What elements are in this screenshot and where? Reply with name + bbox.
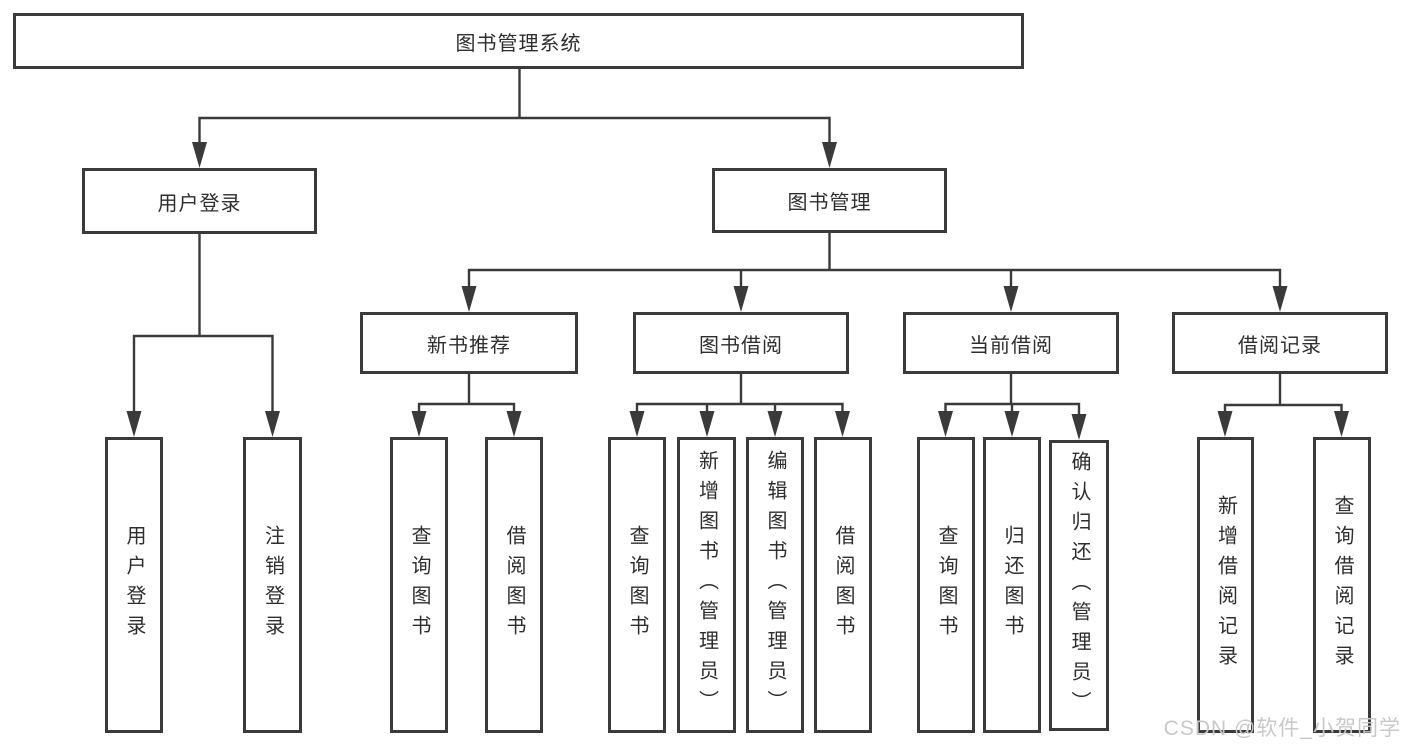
connector-bookmgmt-to-level3 (467, 231, 1282, 294)
node-label: 新增图书（管理员） (695, 450, 718, 720)
leaf-user-login: 用户登录 (105, 437, 163, 733)
leaf-logout: 注销登录 (243, 437, 302, 733)
node-label: 借阅记录 (1238, 334, 1322, 357)
node-label: 新增借阅记录 (1214, 495, 1237, 675)
node-book-borrowing: 图书借阅 (633, 312, 849, 374)
node-label: 确认归还（管理员） (1068, 450, 1090, 721)
node-label: 归还图书 (1001, 525, 1023, 645)
leaf-query-books-current: 查询图书 (917, 437, 975, 733)
leaf-confirm-return-admin: 确认归还（管理员） (1049, 440, 1109, 731)
node-label: 注销登录 (261, 525, 284, 645)
arrowhead-icons (126, 142, 1349, 440)
leaf-borrow-books-borrowing: 借阅图书 (814, 437, 872, 733)
node-label: 查询借阅记录 (1331, 495, 1353, 675)
node-label: 用户登录 (157, 192, 242, 215)
leaf-borrow-books-recommend: 借阅图书 (485, 437, 543, 733)
node-book-management: 图书管理 (712, 168, 947, 233)
connector-records-to-leaves (1223, 372, 1343, 420)
node-label: 图书管理系统 (455, 32, 582, 55)
node-label: 查询图书 (935, 525, 957, 645)
leaf-add-book-admin: 新增图书（管理员） (677, 437, 736, 733)
node-label: 查询图书 (408, 525, 430, 645)
leaf-query-books-borrowing: 查询图书 (608, 437, 666, 733)
leaf-query-books-recommend: 查询图书 (390, 437, 448, 733)
node-library-management-system: 图书管理系统 (13, 13, 1024, 69)
watermark: CSDN @软件_小贺同学 (1163, 717, 1401, 740)
connector-newbook-to-leaves (417, 372, 516, 420)
leaf-edit-book-admin: 编辑图书（管理员） (746, 437, 804, 733)
node-label: 图书借阅 (699, 334, 783, 357)
leaf-query-borrow-record: 查询借阅记录 (1313, 437, 1371, 733)
connector-borrowing-to-leaves (635, 372, 844, 420)
node-label: 编辑图书（管理员） (764, 450, 786, 720)
node-label: 新书推荐 (427, 334, 511, 357)
node-label: 图书管理 (787, 192, 872, 214)
node-current-borrowing: 当前借阅 (903, 312, 1119, 374)
leaf-add-borrow-record: 新增借阅记录 (1197, 437, 1254, 733)
node-new-book-recommend: 新书推荐 (360, 312, 578, 374)
connector-userlogin-to-leaves (132, 232, 274, 420)
node-borrowing-records: 借阅记录 (1172, 312, 1388, 374)
leaf-return-books: 归还图书 (983, 437, 1041, 733)
node-label: 用户登录 (123, 525, 145, 645)
node-label: 借阅图书 (503, 525, 525, 645)
node-label: 查询图书 (626, 525, 648, 645)
connector-root-to-level2 (198, 67, 831, 152)
node-label: 借阅图书 (832, 525, 854, 645)
node-user-login: 用户登录 (82, 168, 317, 234)
node-label: 当前借阅 (969, 334, 1053, 357)
